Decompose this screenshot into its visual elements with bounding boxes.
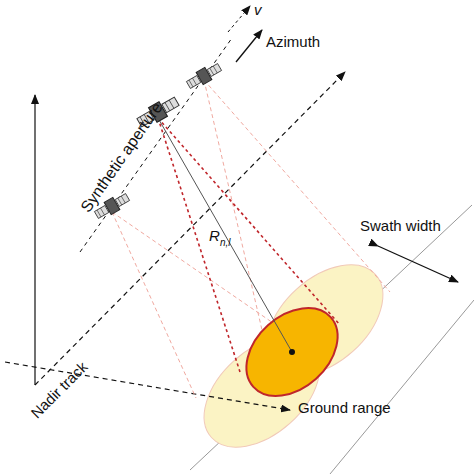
swath-label: Swath width <box>360 218 441 233</box>
ground-range-label: Ground range <box>298 400 391 415</box>
range-symbol: R <box>209 228 220 243</box>
azimuth-label: Azimuth <box>266 34 320 49</box>
velocity-label: v <box>254 2 262 17</box>
nadir-label: Nadir track <box>28 359 90 421</box>
range-subscript: n,l <box>220 238 231 248</box>
